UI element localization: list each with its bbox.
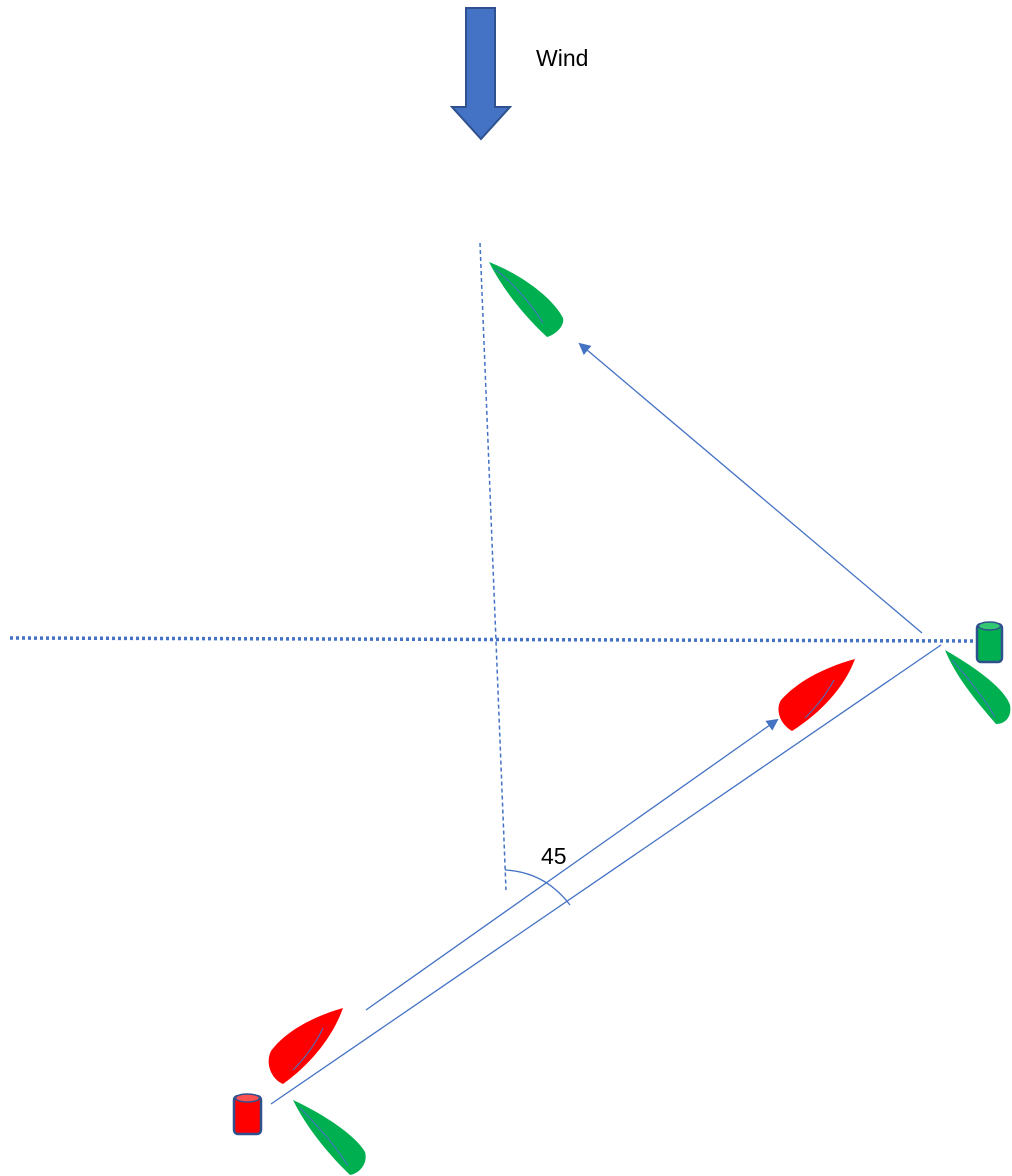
green-boat-course-arrow [578,342,923,634]
red-boat-start [268,1008,343,1084]
red-boat-upwind [778,659,855,731]
green-buoy-icon [975,621,1004,664]
angle-arc [504,869,571,906]
green-boat-upwind [489,262,564,337]
wind-direction-line [479,242,507,891]
green-boat-at-committee [293,1100,366,1175]
green-boat-at-pin [945,650,1011,724]
wind-label: Wind [536,45,588,71]
red-buoy-icon [232,1093,263,1136]
angle-label: 45 [541,843,567,869]
start-line [9,636,979,643]
red-boat-course-arrow [365,718,779,1011]
layline [270,644,942,1105]
wind-arrow-icon [449,7,513,141]
